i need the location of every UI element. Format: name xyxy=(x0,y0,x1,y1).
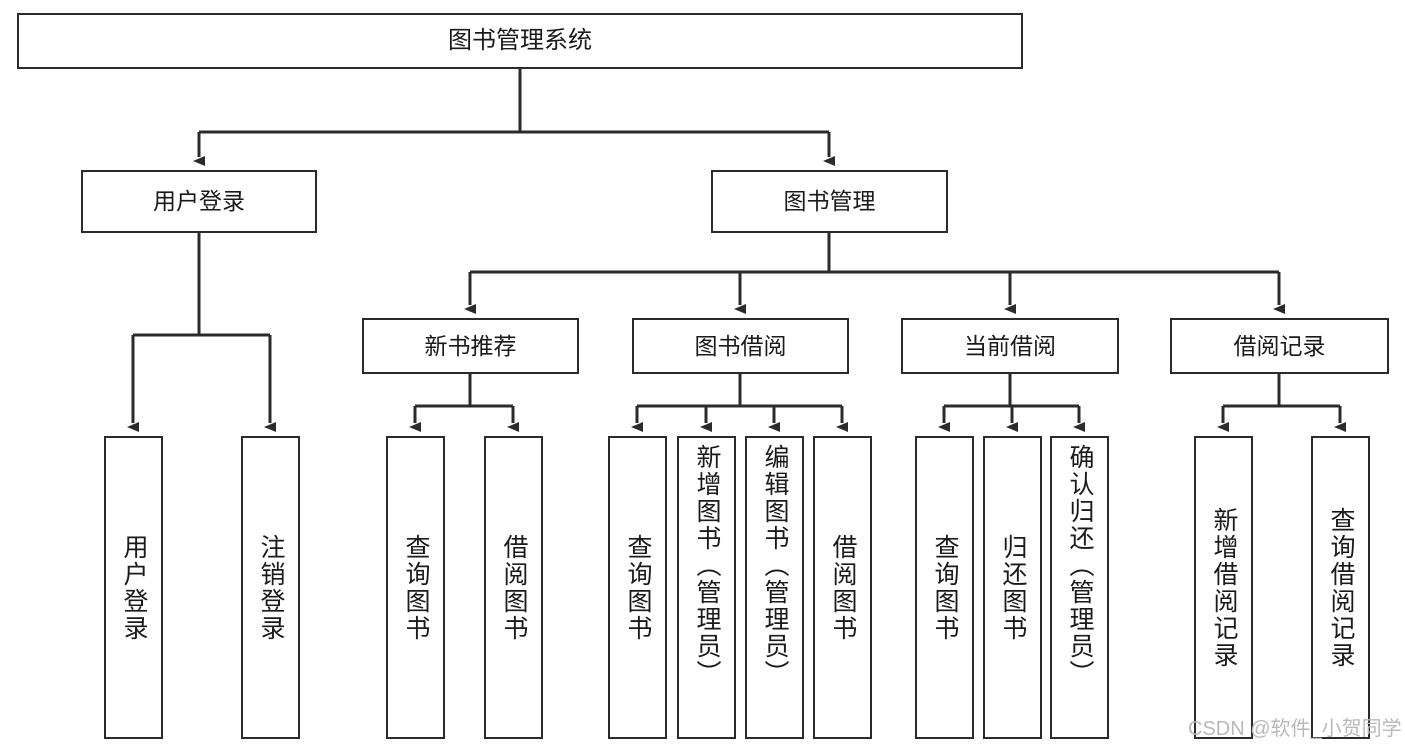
node-label: 借阅图书 xyxy=(829,533,857,642)
node-leaf-12[interactable]: 查询借阅记录 xyxy=(1311,436,1370,739)
node-label: 编辑图书（管理员） xyxy=(761,444,789,687)
node-level3-0[interactable]: 新书推荐 xyxy=(362,318,579,374)
node-leaf-4[interactable]: 查询图书 xyxy=(608,436,667,739)
node-leaf-2[interactable]: 查询图书 xyxy=(386,436,445,739)
node-label: 新增图书（管理员） xyxy=(693,444,721,687)
node-level2-1[interactable]: 图书管理 xyxy=(711,170,948,233)
node-leaf-11[interactable]: 新增借阅记录 xyxy=(1194,436,1253,739)
node-leaf-8[interactable]: 查询图书 xyxy=(915,436,974,739)
node-level3-2[interactable]: 当前借阅 xyxy=(901,318,1119,374)
node-level3-3[interactable]: 借阅记录 xyxy=(1170,318,1389,374)
node-label: 新增借阅记录 xyxy=(1210,506,1238,669)
node-label: 用户登录 xyxy=(120,533,148,642)
node-label: 当前借阅 xyxy=(964,332,1056,359)
node-level3-1[interactable]: 图书借阅 xyxy=(632,318,849,374)
node-leaf-0[interactable]: 用户登录 xyxy=(104,436,163,739)
node-leaf-9[interactable]: 归还图书 xyxy=(983,436,1042,739)
watermark: CSDN @软件_小贺同学 xyxy=(1188,718,1402,740)
node-label: 图书管理 xyxy=(783,188,876,215)
node-label: 归还图书 xyxy=(999,533,1027,642)
node-leaf-7[interactable]: 借阅图书 xyxy=(813,436,872,739)
node-label: 注销登录 xyxy=(257,533,285,642)
node-level2-0[interactable]: 用户登录 xyxy=(81,170,317,233)
node-leaf-6[interactable]: 编辑图书（管理员） xyxy=(745,436,804,739)
node-leaf-10[interactable]: 确认归还（管理员） xyxy=(1050,436,1109,739)
node-label: 新书推荐 xyxy=(424,332,517,359)
node-label: 查询借阅记录 xyxy=(1327,506,1355,669)
node-label: 查询图书 xyxy=(931,533,959,642)
node-label: 借阅图书 xyxy=(500,533,528,642)
node-label: 图书借阅 xyxy=(694,332,787,359)
node-label: 查询图书 xyxy=(402,533,430,642)
node-leaf-1[interactable]: 注销登录 xyxy=(241,436,300,739)
node-label: 借阅记录 xyxy=(1233,332,1326,359)
node-root[interactable]: 图书管理系统 xyxy=(17,13,1023,69)
node-leaf-3[interactable]: 借阅图书 xyxy=(484,436,543,739)
node-label: 确认归还（管理员） xyxy=(1066,444,1094,687)
node-label: 查询图书 xyxy=(624,533,652,642)
node-leaf-5[interactable]: 新增图书（管理员） xyxy=(677,436,736,739)
node-label: 图书管理系统 xyxy=(448,27,592,55)
node-label: 用户登录 xyxy=(153,188,245,215)
